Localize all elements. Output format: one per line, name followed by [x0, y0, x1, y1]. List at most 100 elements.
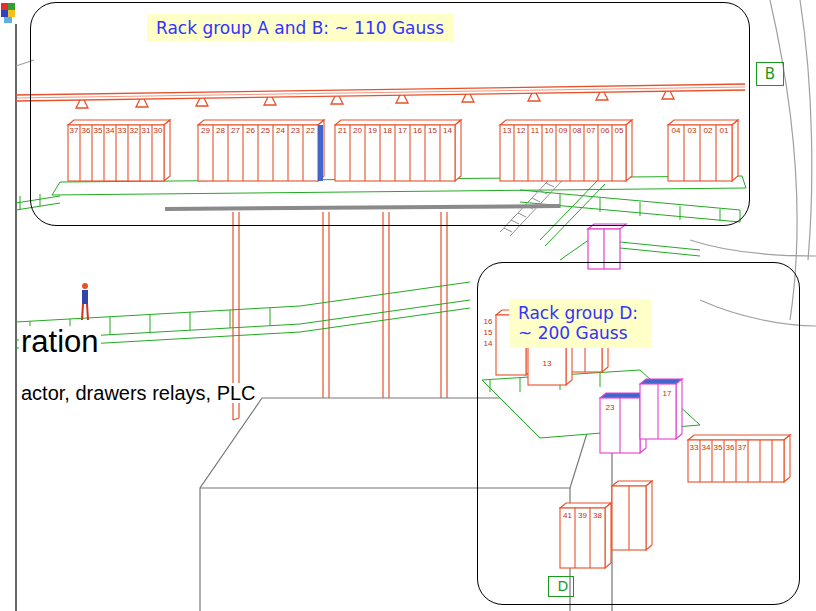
rack-divider	[759, 440, 760, 482]
area-letter: B	[765, 65, 775, 83]
rack-number: 35	[713, 444, 724, 452]
lower-platform	[482, 370, 700, 438]
area-marker-box: B	[756, 62, 784, 86]
logo	[1, 3, 15, 23]
rack-number: 21	[337, 127, 348, 135]
rack-divider	[569, 125, 570, 181]
rack-number: 39	[577, 512, 588, 520]
rack-number: 33	[117, 127, 128, 135]
rack-number: 26	[245, 127, 256, 135]
rack-number: 16	[412, 127, 423, 135]
rack-divider	[513, 125, 514, 181]
rack-front	[335, 125, 455, 181]
rack-divider	[771, 440, 772, 482]
rack-front	[68, 125, 164, 181]
rack-number: 14	[483, 340, 494, 348]
rack-divider	[257, 125, 258, 181]
rack-divider	[272, 125, 273, 181]
rack-divider	[527, 125, 528, 181]
top-beam	[16, 84, 745, 108]
rack-side	[455, 120, 461, 181]
rack-number: 08	[572, 127, 583, 135]
rack-number: 20	[352, 127, 363, 135]
rack-divider	[555, 125, 556, 181]
rack-top	[612, 481, 652, 486]
slide-text: actor, drawers relays, PLC	[19, 383, 258, 403]
rack-number: 34	[701, 444, 712, 452]
rack-number: 04	[671, 127, 682, 135]
rack-number: 18	[382, 127, 393, 135]
region-callout: Rack group A and B: ~ 110 Gauss	[30, 2, 750, 226]
rack-number: 13	[502, 127, 513, 135]
rack-number: 35	[93, 127, 104, 135]
platform-beam	[165, 206, 560, 209]
rack-number: 41	[562, 512, 573, 520]
rack-block	[560, 503, 611, 568]
callout-text: Rack group A and B: ~ 110 Gauss	[147, 14, 453, 42]
slide-frame	[15, 24, 16, 611]
column-feet	[233, 418, 239, 420]
rack-number: 02	[703, 127, 714, 135]
rack-divider	[349, 125, 350, 181]
rack-number: 29	[200, 127, 211, 135]
rack-number: 15	[483, 329, 494, 337]
rack-divider	[409, 125, 410, 181]
rack-divider	[619, 398, 620, 453]
area-letter: D	[558, 578, 565, 595]
rack-block	[335, 120, 461, 181]
slide-text: ration	[19, 326, 101, 357]
rack-divider	[242, 125, 243, 181]
rack-number: 22	[305, 127, 316, 135]
rack-number: 10	[544, 127, 555, 135]
person-figure	[82, 283, 88, 320]
rack-number: 38	[592, 512, 603, 520]
rack-side	[676, 379, 682, 439]
rack-number: 25	[260, 127, 271, 135]
rack-block	[198, 120, 324, 181]
rack-number: 36	[725, 444, 736, 452]
rack-top	[68, 120, 170, 125]
rack-number: 27	[230, 127, 241, 135]
rack-divider	[699, 125, 700, 181]
callout-text: Rack group D: ~ 200 Gauss	[509, 299, 651, 348]
rack-number: 16	[483, 318, 494, 326]
rack-divider	[683, 125, 684, 181]
rack-top	[500, 120, 632, 125]
rack-front	[688, 440, 784, 482]
rack-number: 14	[442, 127, 453, 135]
rack-side	[164, 120, 170, 181]
rack-divider	[227, 125, 228, 181]
rack-divider	[439, 125, 440, 181]
rack-number: 37	[737, 444, 748, 452]
rack-front	[640, 384, 676, 439]
rack-number: 19	[367, 127, 378, 135]
rack-divider	[583, 125, 584, 181]
rack-number: 24	[275, 127, 286, 135]
rack-top	[198, 120, 324, 125]
rack-cabinets	[68, 120, 790, 568]
rack-divider	[715, 125, 716, 181]
rack-top	[560, 503, 611, 508]
rack-number: 12	[516, 127, 527, 135]
rack-divider	[611, 125, 612, 181]
rack-number: 05	[614, 127, 625, 135]
rack-number: 33	[689, 444, 700, 452]
rack-number: 03	[687, 127, 698, 135]
rack-side	[646, 481, 652, 550]
rack-number: 09	[558, 127, 569, 135]
area-marker-box: D	[548, 576, 574, 597]
rack-front	[528, 345, 566, 385]
rack-number: 13	[542, 360, 553, 368]
rack-number: 30	[153, 127, 164, 135]
rack-number: 28	[215, 127, 226, 135]
rack-divider	[747, 440, 748, 482]
rack-divider	[394, 125, 395, 181]
rack-divider	[541, 125, 542, 181]
rack-side	[784, 435, 790, 482]
rack-side	[626, 120, 632, 181]
rack-block	[68, 120, 170, 181]
rack-number: 31	[141, 127, 152, 135]
rack-number: 15	[427, 127, 438, 135]
